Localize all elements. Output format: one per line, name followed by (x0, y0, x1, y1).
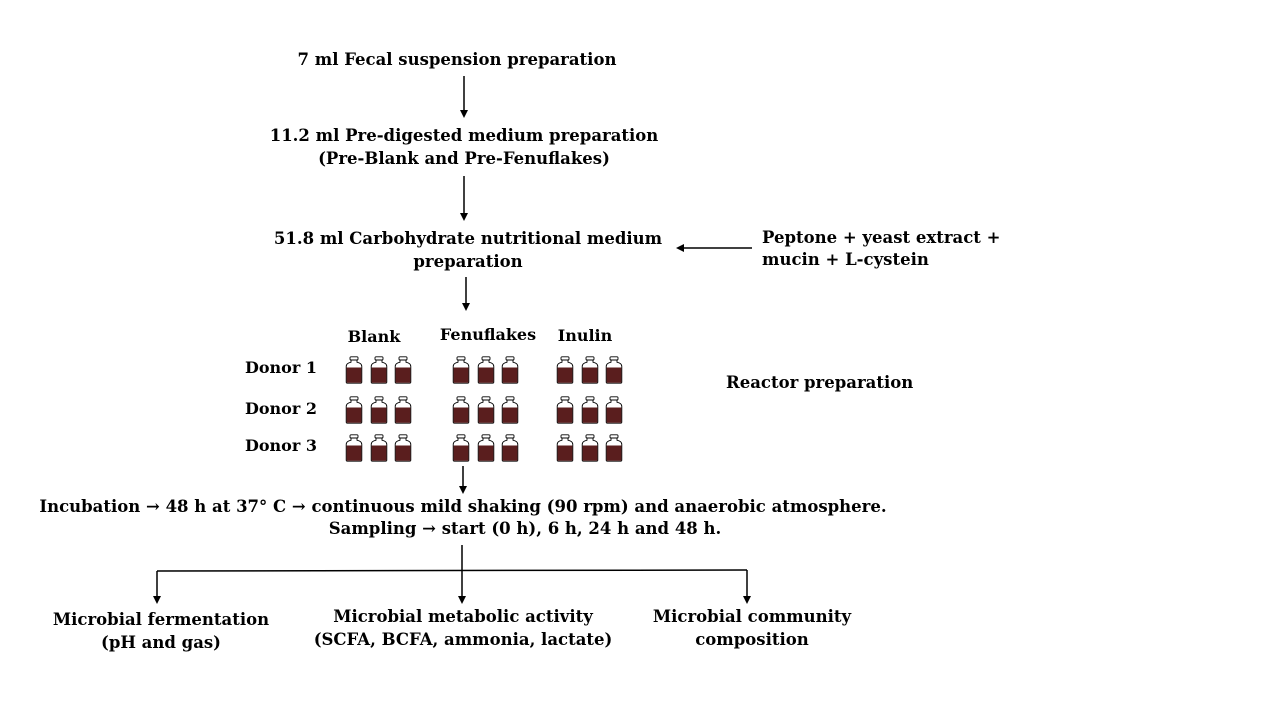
reactor-bottle-blank-donor-2-3 (394, 396, 412, 424)
reactor-bottle-blank-donor-2-2 (370, 396, 388, 424)
reactor-bottle-inulin-donor-2-3 (605, 396, 623, 424)
incubation-conditions: Incubation → 48 h at 37° C → continuous … (39, 497, 887, 516)
outcome-metabolic-title: Microbial metabolic activity (333, 607, 593, 626)
reactor-bottle-blank-donor-1-1 (345, 356, 363, 384)
outcome-community-detail: composition (695, 630, 809, 649)
reactor-bottle-blank-donor-3-1 (345, 434, 363, 462)
additives-line-2: mucin + L-cystein (762, 250, 929, 269)
branch-horizontal (156, 569, 748, 572)
additives-line-1: Peptone + yeast extract + (762, 228, 1001, 247)
reactor-bottle-inulin-donor-1-1 (556, 356, 574, 384)
reactor-bottle-blank-donor-1-2 (370, 356, 388, 384)
step-fecal-suspension: 7 ml Fecal suspension preparation (297, 50, 617, 69)
reactor-bottle-inulin-donor-1-3 (605, 356, 623, 384)
reactor-bottle-blank-donor-3-3 (394, 434, 412, 462)
sampling-times: Sampling → start (0 h), 6 h, 24 h and 48… (328, 519, 722, 538)
reactor-bottle-blank-donor-1-3 (394, 356, 412, 384)
reactor-bottle-blank-donor-2-1 (345, 396, 363, 424)
row-label-donor-2: Donor 2 (245, 399, 317, 418)
reactor-bottle-fenuflakes-donor-3-2 (477, 434, 495, 462)
step-carbohydrate-medium-subtitle: preparation (413, 252, 523, 271)
reactor-bottle-blank-donor-3-2 (370, 434, 388, 462)
step-predigested-medium-subtitle: (Pre-Blank and Pre-Fenuflakes) (318, 149, 610, 168)
reactor-bottle-fenuflakes-donor-2-3 (501, 396, 519, 424)
column-label-blank: Blank (347, 327, 401, 346)
reactor-bottle-inulin-donor-2-2 (581, 396, 599, 424)
outcome-fermentation-detail: (pH and gas) (101, 633, 221, 652)
reactor-bottle-inulin-donor-3-1 (556, 434, 574, 462)
outcome-metabolic-detail: (SCFA, BCFA, ammonia, lactate) (313, 630, 613, 649)
outcome-fermentation-title: Microbial fermentation (52, 610, 270, 629)
reactor-preparation-label: Reactor preparation (726, 373, 914, 392)
reactor-bottle-inulin-donor-1-2 (581, 356, 599, 384)
step-predigested-medium-title: 11.2 ml Pre-digested medium preparation (269, 126, 659, 145)
reactor-bottle-fenuflakes-donor-2-1 (452, 396, 470, 424)
reactor-bottle-fenuflakes-donor-1-2 (477, 356, 495, 384)
reactor-bottle-inulin-donor-2-1 (556, 396, 574, 424)
column-label-inulin: Inulin (557, 326, 613, 345)
reactor-bottle-fenuflakes-donor-2-2 (477, 396, 495, 424)
reactor-bottle-inulin-donor-3-3 (605, 434, 623, 462)
step-carbohydrate-medium-title: 51.8 ml Carbohydrate nutritional medium (273, 229, 663, 248)
reactor-bottle-inulin-donor-3-2 (581, 434, 599, 462)
column-label-fenuflakes: Fenuflakes (439, 325, 537, 344)
row-label-donor-3: Donor 3 (245, 436, 317, 455)
reactor-bottle-fenuflakes-donor-1-1 (452, 356, 470, 384)
reactor-bottle-fenuflakes-donor-3-3 (501, 434, 519, 462)
reactor-bottle-fenuflakes-donor-1-3 (501, 356, 519, 384)
outcome-community-title: Microbial community (652, 607, 852, 626)
row-label-donor-1: Donor 1 (245, 358, 317, 377)
reactor-bottle-fenuflakes-donor-3-1 (452, 434, 470, 462)
